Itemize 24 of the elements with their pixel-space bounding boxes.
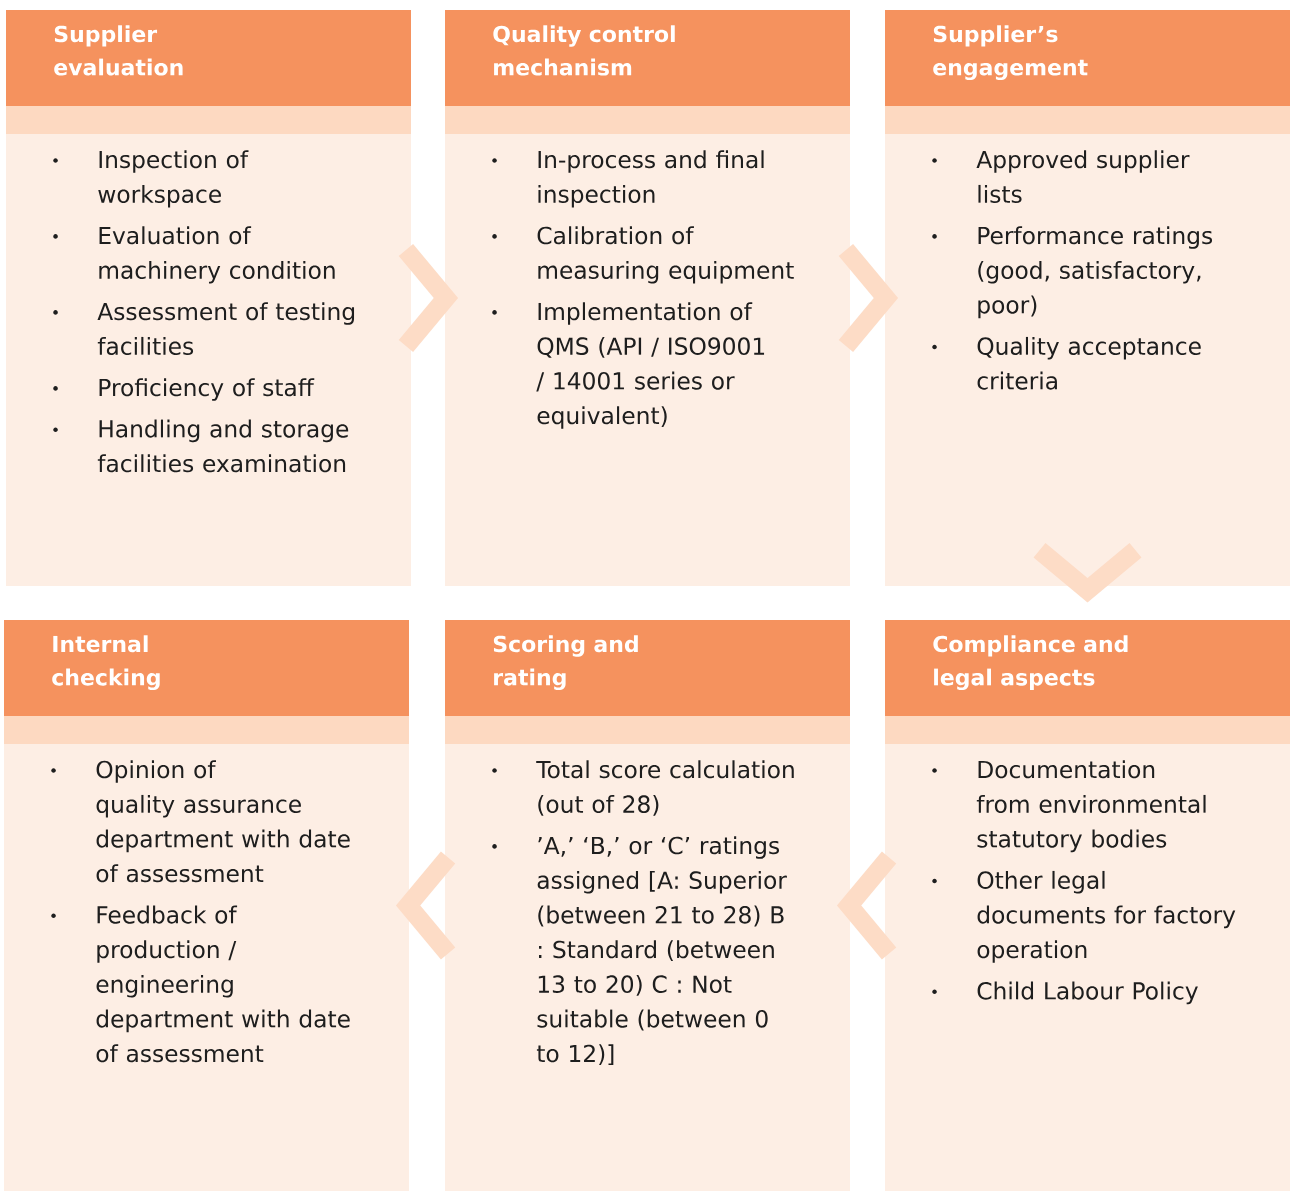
bullet-item: Implementation of QMS (API / ISO9001 / 14001 series or equivalent) xyxy=(492,302,765,429)
bullet-item: Evaluation of machinery condition xyxy=(53,226,335,284)
bullet-item: Performance ratings (good, satisfactory, poor) xyxy=(932,226,1213,319)
bullet-item: ’A,’ ‘B,’ or ‘C’ ratings assigned [A: Superior (between 21 to 28) B : Standard (between 13 to 20) C : Not suitable (between 0 to 12)] xyxy=(492,836,787,1066)
bullet-item: Handling and storage facilities examination xyxy=(53,419,349,473)
panel-heading: Supplier evaluation xyxy=(54,25,183,76)
bullet-item: Child Labour Policy xyxy=(932,981,1198,1005)
bullet-item: Other legal documents for factory operation xyxy=(932,870,1236,963)
bullet-item: Feedback of production / engineering department with date of assessment xyxy=(51,905,350,1063)
bullet-item: Approved supplier lists xyxy=(932,150,1190,203)
panel-heading: Scoring and rating xyxy=(493,635,638,691)
bullet-item: Total score calculation (out of 28) xyxy=(492,760,794,816)
bullet-item: Quality acceptance criteria xyxy=(932,336,1201,390)
panel-heading: Compliance and legal aspects xyxy=(933,635,1128,691)
bullet-item: Calibration of measuring equipment xyxy=(492,226,794,284)
bullet-item: Assessment of testing facilities xyxy=(53,302,355,355)
panel-heading: Supplier’s engagement xyxy=(933,25,1088,81)
bullet-item: In-process and final inspection xyxy=(492,150,764,208)
panel-heading: Internal checking xyxy=(52,635,160,691)
bullet-item: Proficiency of staff xyxy=(53,378,315,401)
panel-heading: Quality control mechanism xyxy=(493,25,675,76)
bullet-item: Opinion of quality assurance department with date of assessment xyxy=(51,760,350,883)
bullet-item: Documentation from environmental statutory bodies xyxy=(932,760,1206,853)
bullet-item: Inspection of workspace xyxy=(53,150,249,208)
